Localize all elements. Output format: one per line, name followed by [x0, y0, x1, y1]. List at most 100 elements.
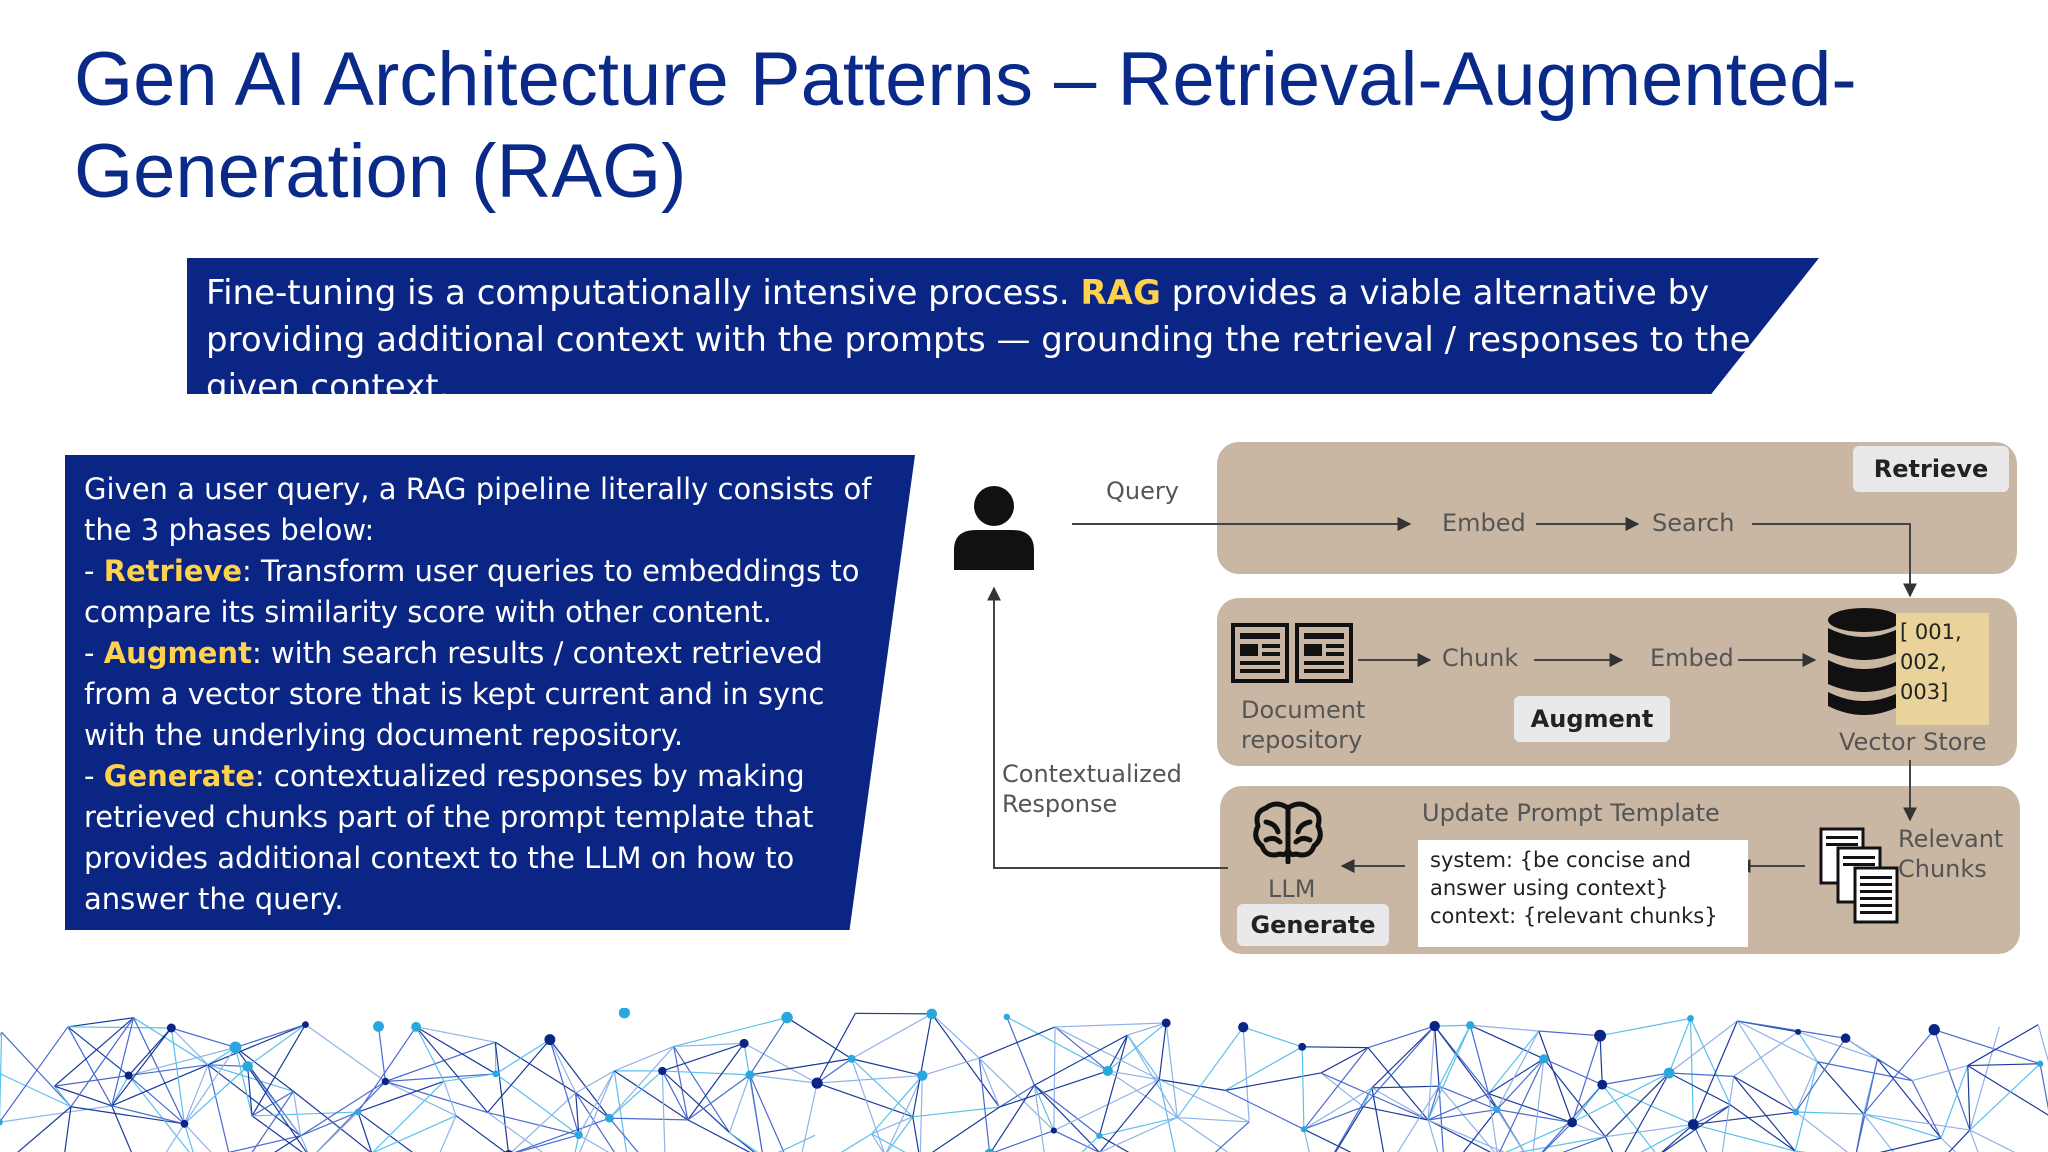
network-line: [1053, 1026, 1056, 1131]
network-line: [207, 1024, 306, 1066]
network-line: [661, 1070, 730, 1133]
network-line: [1496, 1058, 1545, 1110]
relevant-line-1: Relevant: [1898, 825, 2004, 853]
banner-highlight-rag: RAG: [1080, 273, 1161, 313]
network-line: [578, 1134, 610, 1152]
network-node: [1594, 1029, 1607, 1042]
network-line: [1543, 1058, 1606, 1138]
vector-id-3: 003]: [1900, 680, 1949, 704]
network-line: [64, 1106, 72, 1152]
query-label: Query: [1106, 477, 1179, 505]
network-line: [128, 1046, 236, 1077]
network-node: [0, 1119, 3, 1126]
network-line: [1794, 1061, 1819, 1152]
network-line: [1362, 1087, 1373, 1107]
network-line: [183, 1064, 209, 1125]
network-line: [1692, 1124, 1708, 1152]
network-line: [207, 1064, 230, 1152]
network-line: [385, 1080, 488, 1114]
network-line: [922, 1057, 980, 1077]
network-line: [1969, 1129, 1979, 1152]
retrieve-tag: Retrieve: [1853, 446, 2009, 492]
page-title-line-1: Gen AI Architecture Patterns – Retrieval…: [74, 37, 1857, 122]
network-line: [357, 1026, 417, 1113]
network-line: [855, 1012, 932, 1015]
phase-prefix: -: [84, 759, 104, 793]
network-line: [1438, 1085, 1496, 1152]
network-line: [111, 1064, 209, 1107]
network-line: [1877, 1058, 1913, 1082]
network-line: [1601, 1084, 1656, 1152]
network-line: [1427, 1093, 1489, 1121]
network-line: [673, 1046, 731, 1133]
network-line: [494, 1041, 577, 1094]
network-node: [658, 1066, 667, 1076]
network-line: [128, 1027, 172, 1076]
network-line: [1488, 1030, 1540, 1095]
network-line: [184, 1065, 249, 1125]
phases-intro: Given a user query, a RAG pipeline liter…: [84, 472, 872, 547]
network-line: [749, 1017, 788, 1076]
network-node: [302, 1021, 309, 1028]
network-node: [917, 1070, 928, 1081]
network-node: [1300, 1126, 1308, 1133]
network-line: [1661, 1124, 1694, 1152]
network-node: [574, 1130, 583, 1140]
network-line: [1242, 1027, 1250, 1122]
network-line: [443, 1073, 496, 1082]
network-line: [1737, 1020, 1846, 1039]
network-line: [614, 1045, 674, 1072]
network-node: [492, 1070, 500, 1078]
network-line: [1737, 1020, 1818, 1063]
network-line: [1099, 1079, 1160, 1152]
network-line: [816, 1058, 852, 1084]
network-line: [1969, 1063, 2041, 1131]
user-icon: [954, 486, 1034, 570]
network-line: [1669, 1072, 1734, 1077]
network-node: [1096, 1132, 1103, 1139]
network-line: [1599, 1017, 1691, 1037]
network-line: [1795, 1061, 1819, 1113]
arrow-llm-to-user: [987, 586, 1228, 869]
prompt-line-1: system: {be concise and: [1430, 848, 1692, 872]
phases-panel: [65, 455, 915, 930]
network-line: [487, 1112, 543, 1152]
network-line: [67, 1026, 130, 1077]
arrow-search-to-vector-store: [1752, 523, 1917, 598]
network-line: [1165, 1022, 1178, 1118]
network-line: [1969, 1026, 2000, 1131]
network-line: [1303, 1106, 1364, 1130]
network-line: [661, 1070, 689, 1121]
network-line: [0, 1073, 72, 1108]
network-line: [111, 1105, 133, 1152]
network-line: [851, 1013, 933, 1060]
network-line: [1303, 1047, 1369, 1130]
network-line: [455, 1115, 506, 1152]
network-line: [578, 1070, 615, 1136]
network-line: [1496, 1109, 1525, 1152]
network-line: [1427, 1119, 1439, 1152]
network-line: [1053, 1079, 1160, 1132]
network-line: [1127, 1034, 1160, 1080]
network-line: [1602, 1072, 1670, 1086]
network-line: [1496, 1030, 1540, 1110]
network-line: [377, 1026, 386, 1082]
relevant-chunks-label: Relevant Chunks: [1898, 824, 2003, 884]
network-line: [0, 1032, 3, 1123]
network-line: [749, 1058, 852, 1076]
network-line: [1797, 1031, 1819, 1063]
network-line: [1427, 1119, 1505, 1152]
network-line: [1033, 1084, 1055, 1131]
network-line: [128, 1075, 185, 1125]
network-line: [1967, 1024, 2039, 1067]
network-line: [871, 1075, 923, 1135]
network-line: [235, 1024, 306, 1049]
network-line: [749, 1074, 785, 1152]
network-line: [1333, 1087, 1373, 1152]
network-node: [1928, 1024, 1940, 1036]
network-line: [609, 1117, 639, 1152]
network-line: [1817, 1061, 1865, 1115]
network-line: [816, 1082, 914, 1118]
network-line: [1053, 1130, 1100, 1152]
